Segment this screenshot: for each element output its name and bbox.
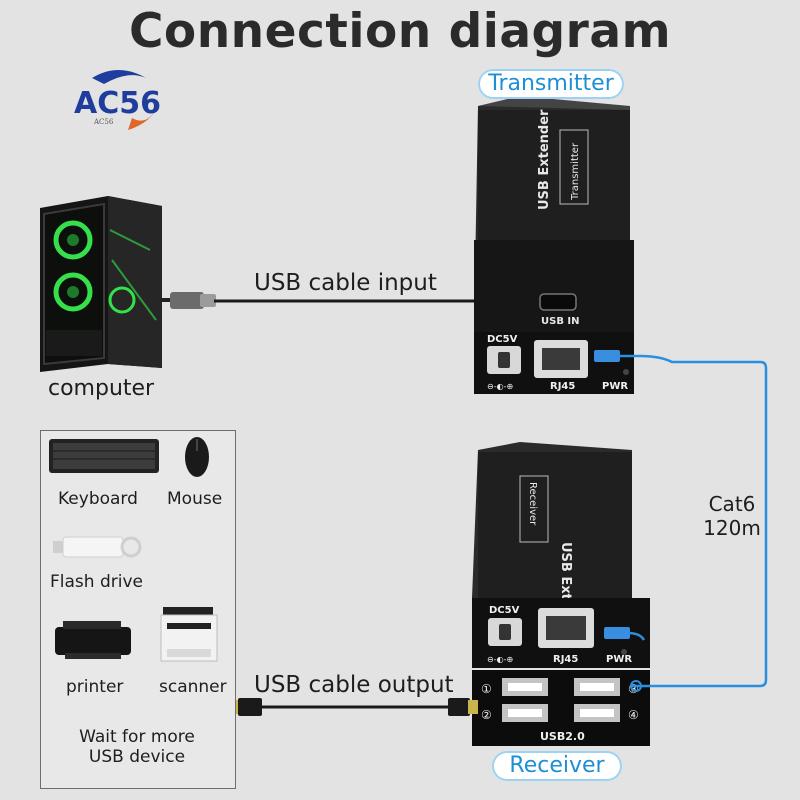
usb-input-label: USB cable input (254, 270, 437, 296)
usb-output-label: USB cable output (254, 672, 454, 698)
logo-subtext: AC56 (93, 118, 114, 126)
devices-graphics (49, 437, 218, 662)
brand-logo: AC56 AC56 (74, 70, 161, 130)
printer-label: printer (66, 677, 124, 697)
usb-output-cable (230, 698, 478, 716)
port-number-1: ① (481, 682, 492, 696)
usb-hub-panel (472, 670, 650, 746)
port-number-3: ③ (628, 682, 639, 696)
scanner-icon (160, 607, 218, 662)
receiver-side-text: Receiver (527, 482, 538, 526)
receiver-dc-label: DC5V (489, 605, 520, 616)
receiver-polarity-label: ⊖-◐-⊕ (487, 655, 513, 664)
usb-c-port (539, 293, 577, 311)
transmitter-badge: Transmitter (478, 69, 624, 99)
polarity-label: ⊖-◐-⊕ (487, 382, 513, 391)
usb-devices-box: Keyboard Mouse Flash drive printer scann… (40, 430, 236, 789)
cat6-line-1: Cat6 (708, 492, 756, 516)
transmitter-unit: USB Extender Transmitter USB IN DC5V ⊖-◐… (474, 96, 634, 394)
receiver-unit: USB Extender Receiver DC5V ⊖-◐-⊕ RJ45 PW… (472, 442, 650, 746)
cat6-cable (594, 350, 768, 692)
pwr-label: PWR (602, 381, 628, 392)
keyboard-label: Keyboard (58, 489, 138, 509)
transmitter-side-text: Transmitter (570, 142, 581, 201)
scanner-label: scanner (159, 677, 227, 697)
dc-label: DC5V (487, 334, 518, 345)
printer-icon (55, 621, 131, 659)
mouse-label: Mouse (167, 489, 223, 509)
cat6-label: Cat6 120m (700, 492, 764, 540)
fan-icon (53, 272, 93, 312)
more-line-2: USB device (88, 747, 186, 767)
receiver-badge: Receiver (492, 751, 622, 781)
rj45-label: RJ45 (550, 381, 575, 392)
computer-label: computer (48, 376, 155, 401)
transmitter-top-text: USB Extender (537, 109, 552, 210)
receiver-rj45-label: RJ45 (553, 654, 578, 665)
receiver-pwr-label: PWR (606, 654, 632, 665)
port-number-4: ④ (628, 708, 639, 722)
usb2-label: USB2.0 (540, 730, 585, 743)
mouse-icon (185, 437, 209, 477)
flash-drive-icon (53, 536, 142, 558)
keyboard-icon (49, 439, 159, 473)
more-devices-note: Wait for more USB device (40, 727, 234, 767)
more-line-1: Wait for more (79, 727, 195, 747)
fan-icon (53, 220, 93, 260)
cat6-line-2: 120m (703, 516, 761, 540)
port-number-2: ② (481, 708, 492, 722)
flash-drive-label: Flash drive (50, 572, 143, 592)
logo-text: AC56 (74, 86, 161, 121)
diagram-title: Connection diagram (128, 4, 672, 59)
computer-tower (40, 196, 162, 372)
usb-in-label: USB IN (541, 316, 580, 327)
